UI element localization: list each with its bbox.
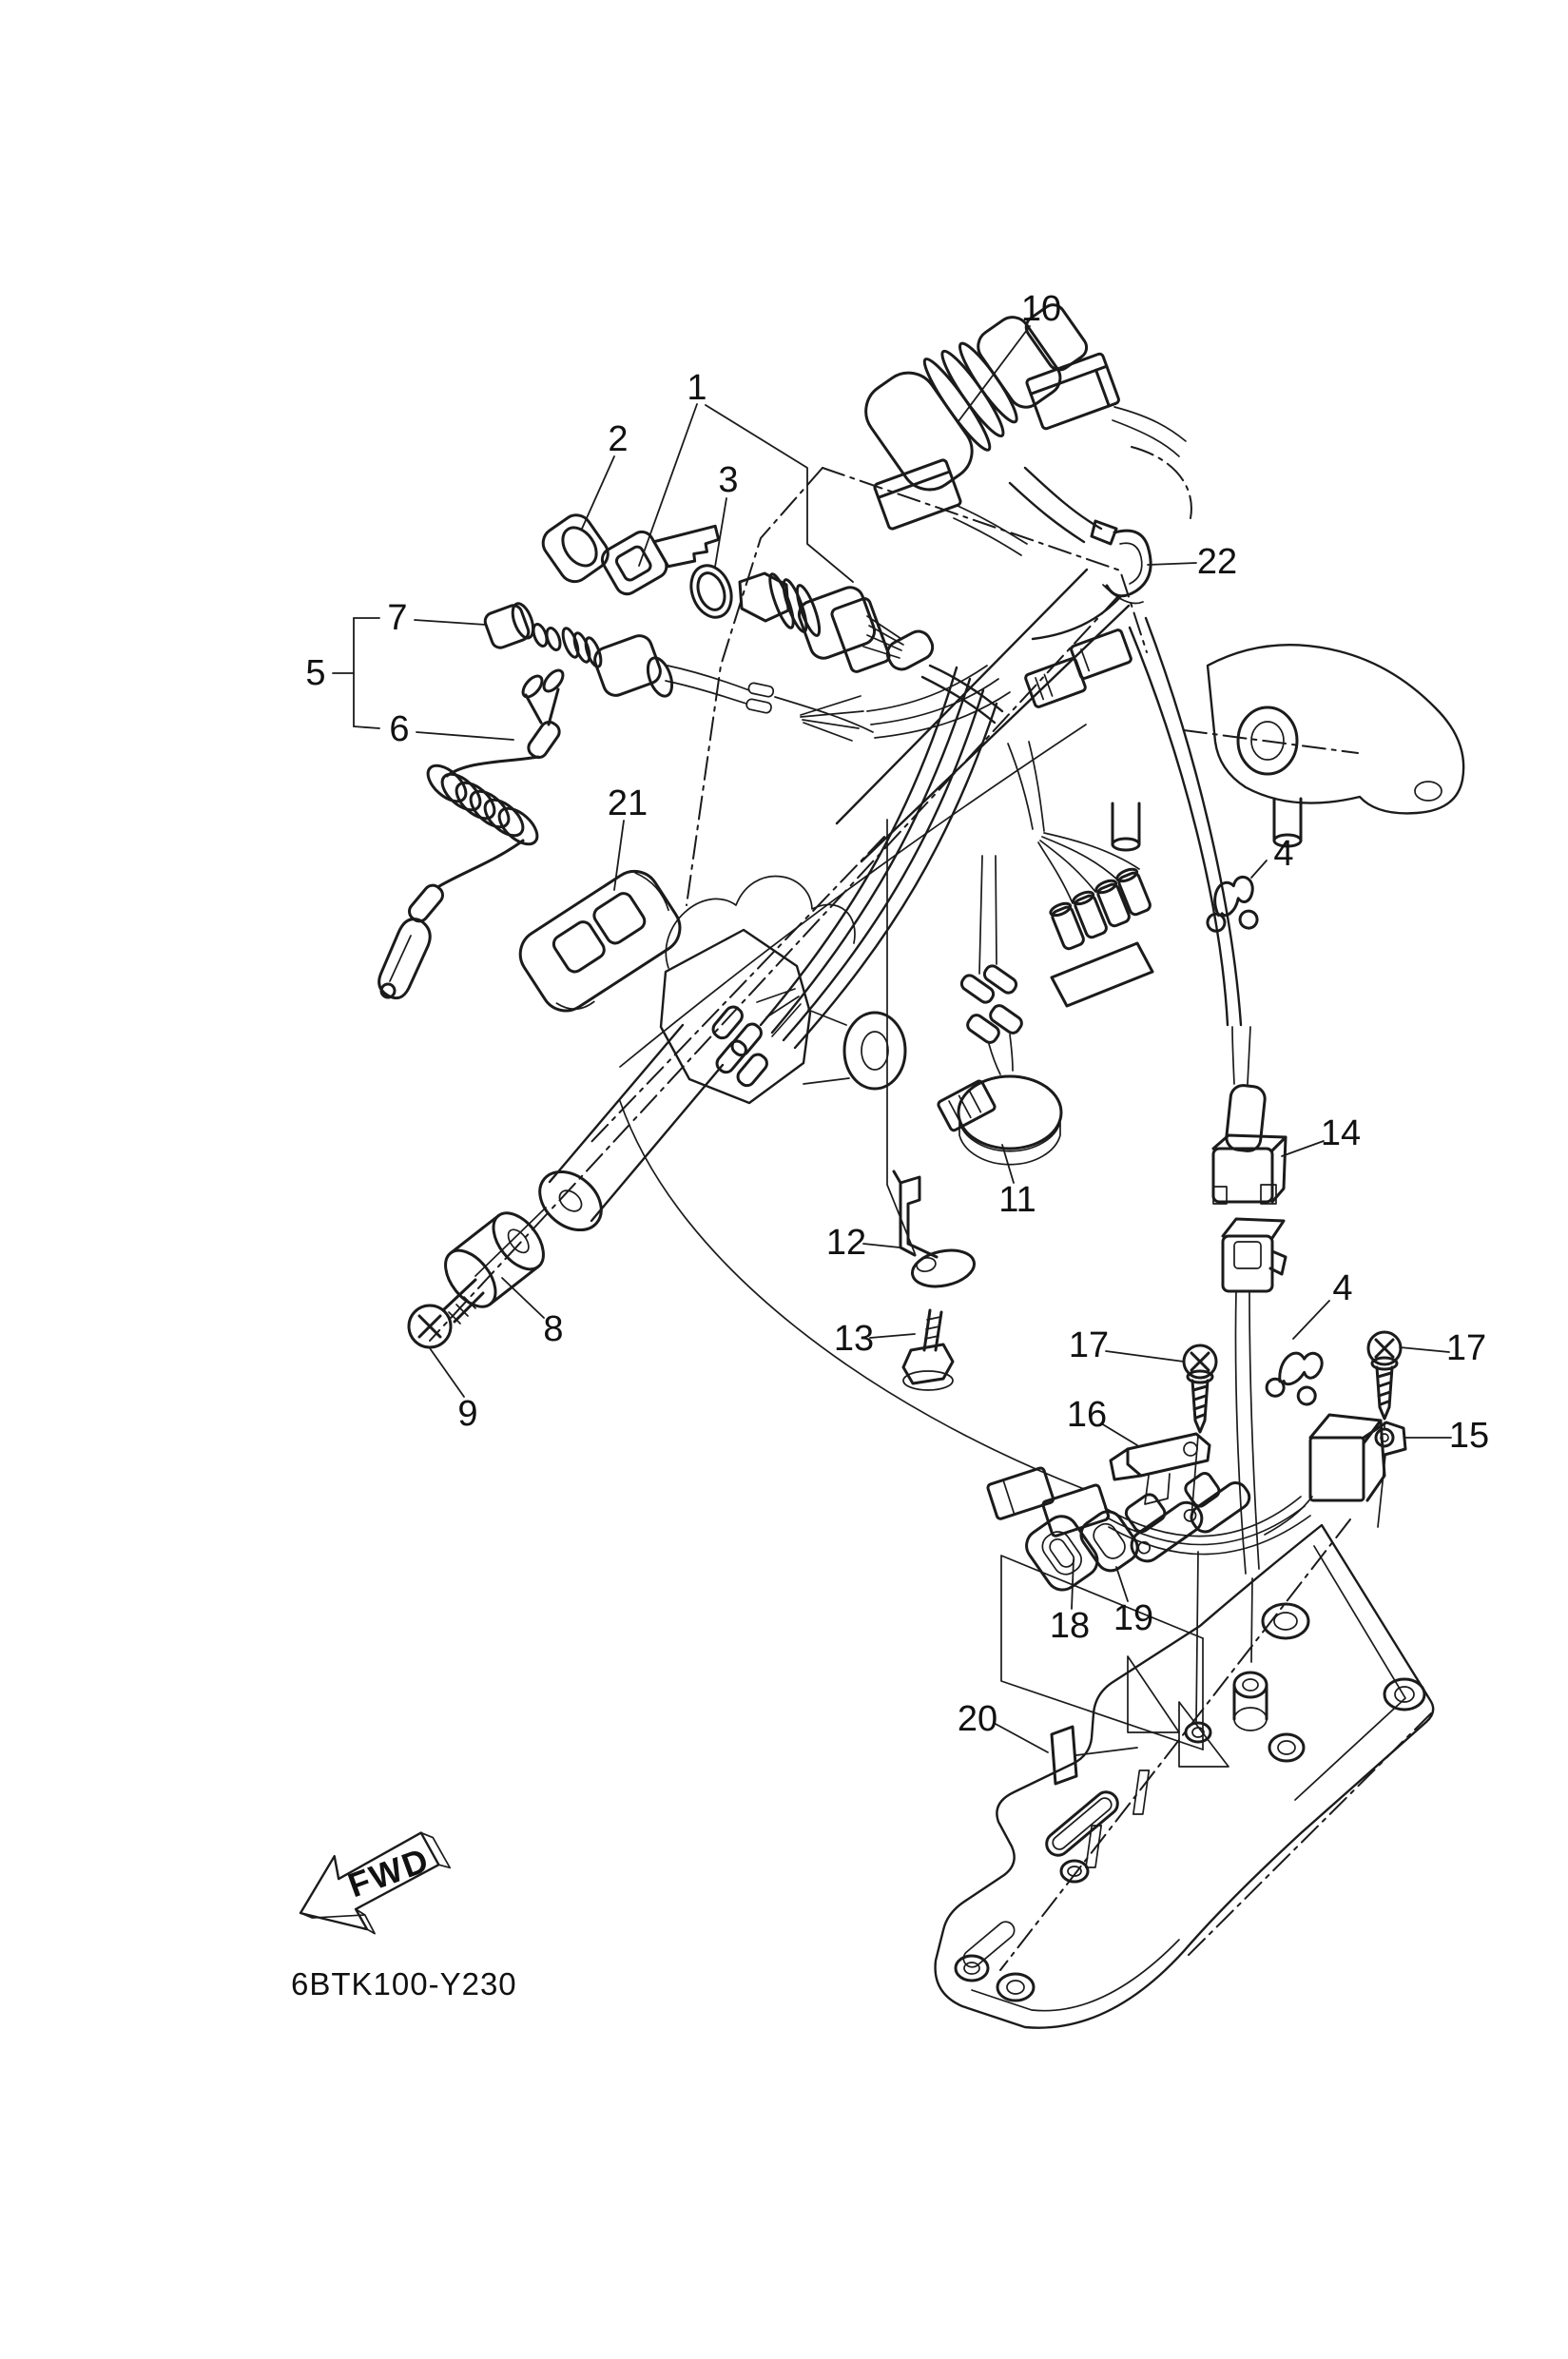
bullet-terminals-icon — [959, 855, 1023, 1075]
bottom-cowling-icon — [934, 1518, 1435, 2029]
reference-box — [1000, 1555, 1204, 1750]
callout-20: 20 — [958, 1699, 997, 1739]
leader-line-1 — [705, 404, 854, 583]
harness-connector-box-right-icon — [1025, 352, 1120, 431]
callout-1: 1 — [687, 368, 707, 408]
callout-21: 21 — [608, 783, 648, 823]
leader-line-10 — [958, 325, 1031, 422]
leader-line-21 — [613, 820, 625, 891]
wire-tie-icon — [1263, 1345, 1326, 1407]
cable-clamp-16-icon — [1109, 1432, 1211, 1505]
clamp-bracket-12-icon — [886, 819, 976, 1288]
screw-9-icon — [407, 1207, 547, 1349]
grommet-19-icon — [1079, 1510, 1139, 1573]
relay-15-icon — [1308, 1413, 1407, 1502]
harness-cable — [1131, 446, 1192, 519]
callout-17: 17 — [1446, 1328, 1486, 1368]
callout-4: 4 — [1332, 1268, 1352, 1308]
callout-8: 8 — [543, 1309, 563, 1349]
harness-trunk — [759, 666, 998, 1050]
callout-7: 7 — [387, 598, 407, 638]
lanyard-cord-icon — [377, 668, 565, 1000]
connector-14-icon — [1211, 1026, 1287, 1205]
grommet-8-icon — [444, 1211, 545, 1308]
leader-line-20 — [993, 1722, 1049, 1753]
sensor-11-icon — [937, 1074, 1063, 1166]
key-cap-icon — [541, 513, 610, 584]
callout-18: 18 — [1050, 1606, 1090, 1646]
spark-plug-caps-icon — [1007, 741, 1154, 1008]
drawing-number: 6BTK100-Y230 — [291, 1966, 517, 2001]
callout-2: 2 — [608, 419, 628, 459]
callout-6: 6 — [389, 709, 409, 749]
callout-3: 3 — [718, 460, 738, 500]
pivot-connector-icon — [711, 988, 802, 1088]
fwd-arrow-icon: FWD — [299, 1831, 452, 1935]
switch-panel-icon — [518, 869, 682, 1013]
grommet-18-icon — [1025, 1515, 1099, 1592]
bolt-13-icon — [901, 1308, 955, 1391]
leader-line-16 — [1100, 1422, 1138, 1446]
bracket-connector-box-icon — [1070, 628, 1132, 680]
leader-line-9 — [429, 1347, 465, 1398]
callout-17: 17 — [1069, 1325, 1109, 1365]
bracket-outline — [587, 467, 1148, 1147]
main-harness-connector-icon — [864, 303, 1103, 544]
leader-line-19 — [1115, 1566, 1129, 1602]
leader-line-18 — [1071, 1558, 1074, 1610]
harness-wire — [1113, 406, 1187, 442]
leader-line-4 — [1292, 1300, 1330, 1340]
callout-5: 5 — [305, 653, 325, 693]
harness-main-cable — [1031, 595, 1122, 641]
leader-line-11 — [1001, 1144, 1015, 1184]
callout-22: 22 — [1197, 542, 1237, 582]
connector-lower-icon — [1221, 1217, 1287, 1575]
leader-line-7 — [414, 619, 487, 626]
callout-12: 12 — [826, 1223, 866, 1263]
leader-line-3 — [714, 497, 727, 568]
leader-line-17 — [1399, 1346, 1450, 1353]
leader-line-12 — [862, 1243, 900, 1248]
bottom-harness — [986, 1466, 1313, 1556]
harness-branches — [800, 665, 1011, 742]
leader-line-4 — [1250, 860, 1268, 879]
stop-switch-cap-icon — [483, 602, 535, 649]
callout-13: 13 — [834, 1319, 874, 1359]
leader-line-2 — [581, 455, 615, 530]
callout-11: 11 — [998, 1180, 1036, 1220]
leader-line-14 — [1281, 1140, 1325, 1157]
callout-4: 4 — [1273, 834, 1293, 874]
leader-line-17 — [1105, 1350, 1185, 1363]
leader-line-22 — [1147, 562, 1197, 566]
fwd-label: FWD — [343, 1840, 436, 1905]
stop-switch-icon — [532, 623, 874, 733]
callout-16: 16 — [1067, 1395, 1107, 1435]
cable-clamp-22-icon — [1090, 519, 1152, 605]
screw-17-icon — [1366, 1330, 1403, 1421]
leader-line-13 — [869, 1333, 916, 1339]
leader-line-8 — [501, 1277, 545, 1319]
callout-10: 10 — [1021, 289, 1061, 329]
washer-icon — [689, 564, 733, 619]
callout-14: 14 — [1321, 1113, 1361, 1153]
tiller-handle-icon — [429, 568, 1131, 1342]
leader-line-5 — [353, 725, 380, 729]
key-icon — [600, 524, 721, 596]
flange-connector-icon — [1184, 1471, 1251, 1534]
screw-17-icon — [1182, 1344, 1218, 1434]
leader-line-6 — [416, 731, 514, 741]
harness-wire — [1112, 419, 1180, 457]
callout-19: 19 — [1113, 1598, 1153, 1638]
damper-plate-20-icon — [1050, 1725, 1138, 1786]
harness-connector-box-left-icon — [873, 458, 962, 531]
callout-15: 15 — [1449, 1416, 1489, 1456]
leader-line-1 — [638, 403, 698, 567]
callout-9: 9 — [457, 1394, 477, 1434]
main-switch-body-icon — [738, 571, 1004, 725]
swivel-bracket-icon — [1111, 644, 1465, 852]
